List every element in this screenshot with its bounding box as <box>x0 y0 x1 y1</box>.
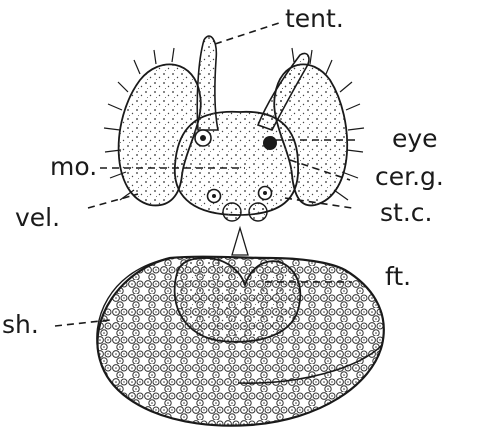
label-shell: sh. <box>2 312 39 337</box>
cerebral-ganglion-left <box>223 203 241 221</box>
tentacle-left <box>197 36 218 130</box>
label-statocyst: st.c. <box>380 200 432 225</box>
cerebral-ganglion-right <box>249 203 267 221</box>
leader-velum <box>88 194 138 208</box>
label-foot: ft. <box>385 264 411 289</box>
eye-right <box>263 136 277 150</box>
leader-tentacle <box>215 22 282 44</box>
label-cerebral-ganglion: cer.g. <box>375 164 444 189</box>
label-tentacle: tent. <box>285 6 344 31</box>
label-velum: vel. <box>15 205 60 230</box>
label-eye: eye <box>392 126 438 151</box>
label-mouth: mo. <box>50 154 97 179</box>
